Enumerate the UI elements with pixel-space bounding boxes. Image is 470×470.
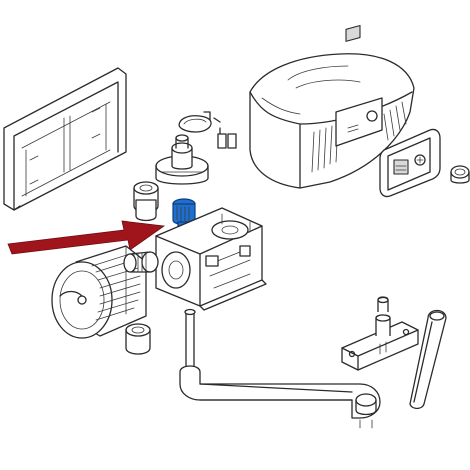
cap-plug xyxy=(450,165,470,184)
gearbox xyxy=(155,207,267,311)
bearing-bushing xyxy=(133,181,159,222)
fixing-plate xyxy=(341,296,419,371)
straight-arm xyxy=(409,309,447,410)
cover-housing xyxy=(249,24,415,189)
mounting-bracket xyxy=(3,67,127,211)
circlip xyxy=(178,111,237,149)
release-shaft xyxy=(155,134,209,185)
transmission-arm xyxy=(179,308,381,429)
spacer-bushing xyxy=(125,323,151,355)
pointer-arrow xyxy=(7,220,166,255)
key-panel xyxy=(379,128,441,198)
worm-screw xyxy=(123,251,159,273)
